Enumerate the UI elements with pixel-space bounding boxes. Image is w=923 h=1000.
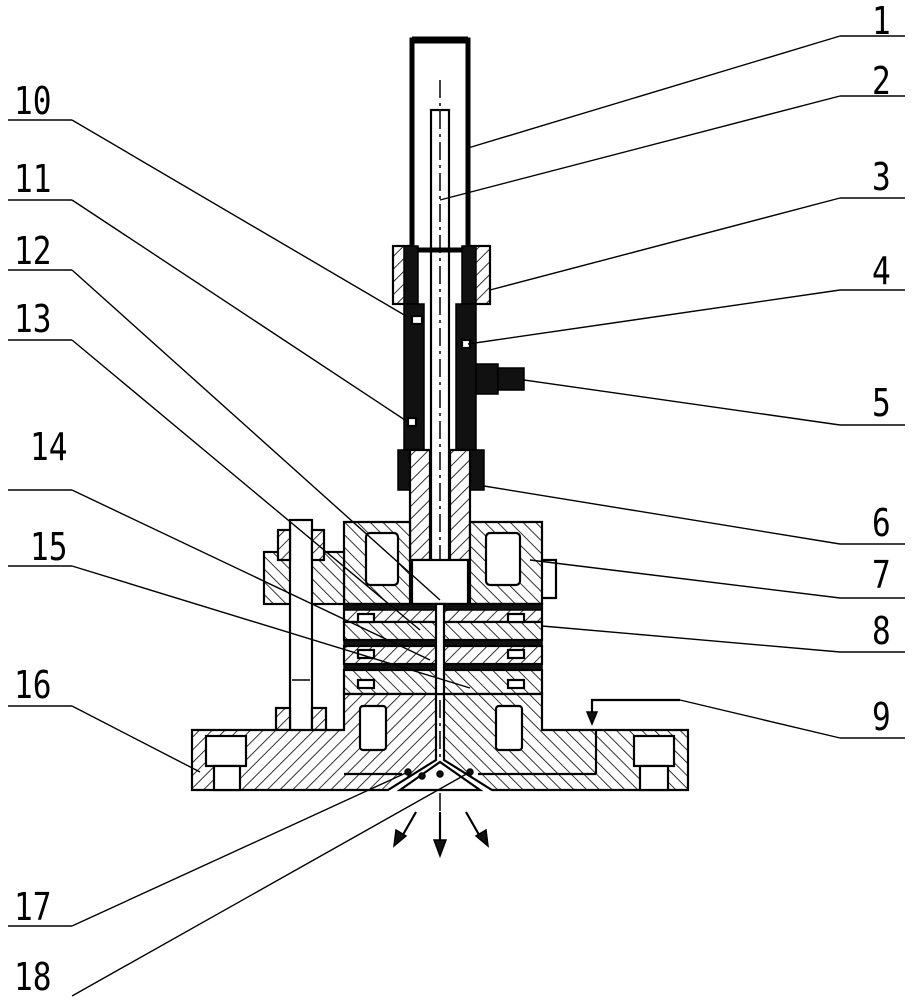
label-8: 8 bbox=[872, 609, 891, 653]
label-18: 18 bbox=[14, 955, 52, 999]
side-fitting bbox=[475, 363, 525, 395]
label-11: 11 bbox=[14, 157, 52, 201]
label-5: 5 bbox=[872, 381, 891, 425]
stacked-plates bbox=[342, 602, 544, 696]
label-12: 12 bbox=[14, 229, 52, 273]
label-14: 14 bbox=[30, 425, 68, 469]
label-7: 7 bbox=[872, 553, 891, 597]
base-plate bbox=[190, 692, 690, 792]
label-13: 13 bbox=[14, 297, 52, 341]
spray-arrows bbox=[393, 811, 489, 859]
label-9: 9 bbox=[872, 695, 891, 739]
label-17: 17 bbox=[14, 885, 52, 929]
leader-lines bbox=[8, 35, 905, 997]
label-2: 2 bbox=[872, 59, 891, 103]
label-1: 1 bbox=[872, 0, 891, 43]
label-6: 6 bbox=[872, 501, 891, 545]
feed-inlet-marker bbox=[585, 698, 680, 726]
label-16: 16 bbox=[14, 663, 52, 707]
label-15: 15 bbox=[30, 525, 68, 569]
label-3: 3 bbox=[872, 155, 891, 199]
label-10: 10 bbox=[14, 79, 52, 123]
label-4: 4 bbox=[872, 249, 891, 293]
upper-collar bbox=[391, 244, 492, 306]
threaded-nut bbox=[397, 448, 485, 562]
